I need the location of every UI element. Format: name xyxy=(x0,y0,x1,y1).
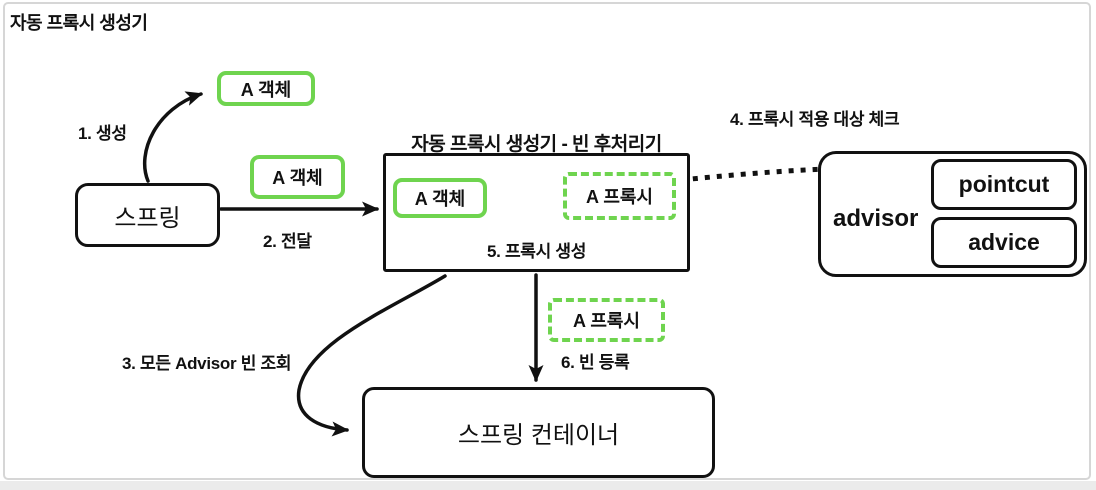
a-proxy-inner-node: A 프록시 xyxy=(563,172,676,220)
a-proxy-registered-label: A 프록시 xyxy=(572,311,640,331)
diagram-title: 자동 프록시 생성기 xyxy=(10,13,148,33)
a-proxy-registered-node: A 프록시 xyxy=(548,298,665,342)
bottom-strip xyxy=(0,481,1096,490)
spring-container-node: 스프링 컨테이너 xyxy=(362,387,715,478)
spring-node: 스프링 xyxy=(75,183,220,247)
step6-label: 6. 빈 등록 xyxy=(561,353,630,372)
step4-label: 4. 프록시 적용 대상 체크 xyxy=(730,110,900,129)
post-processor-title: 자동 프록시 생성기 - 빈 후처리기 xyxy=(411,134,662,155)
spring-container-label: 스프링 컨테이너 xyxy=(457,422,620,449)
a-object-inner-node: A 객체 xyxy=(393,178,487,218)
pointcut-label: pointcut xyxy=(958,171,1050,197)
step1-label: 1. 생성 xyxy=(78,124,127,143)
a-object-inner-label: A 객체 xyxy=(414,189,466,209)
a-object-passed-node: A 객체 xyxy=(250,155,345,199)
advice-label: advice xyxy=(968,229,1040,255)
step5-label: 5. 프록시 생성 xyxy=(486,242,587,261)
a-object-created-node: A 객체 xyxy=(217,71,315,106)
a-proxy-inner-label: A 프록시 xyxy=(585,187,653,207)
a-object-created-label: A 객체 xyxy=(240,79,292,100)
spring-label: 스프링 xyxy=(114,204,181,232)
pointcut-node: pointcut xyxy=(931,159,1077,210)
step2-label: 2. 전달 xyxy=(263,232,312,251)
advice-node: advice xyxy=(931,217,1077,268)
step3-label: 3. 모든 Advisor 빈 조회 xyxy=(122,354,292,373)
a-object-passed-label: A 객체 xyxy=(272,168,323,188)
advisor-label: advisor xyxy=(833,205,919,232)
